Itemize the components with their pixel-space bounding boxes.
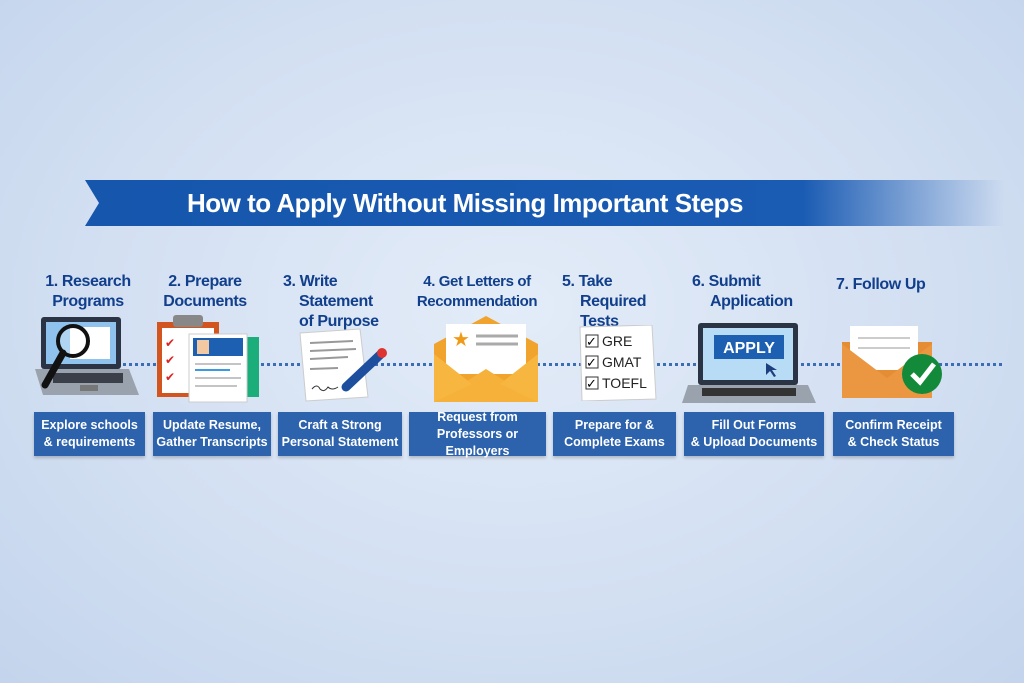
svg-text:✔: ✔ [165, 336, 175, 350]
svg-text:✓: ✓ [586, 334, 597, 349]
test-toefl: TOEFL [602, 375, 647, 391]
document-pen-icon [299, 328, 387, 402]
step-6-description: Fill Out Forms& Upload Documents [684, 412, 824, 456]
clipboard-resume-icon: ✔ ✔ ✔ [157, 315, 259, 403]
page-title: How to Apply Without Missing Important S… [187, 188, 744, 218]
checklist-icon: ✓ GRE ✓ GMAT ✓ TOEFL [579, 325, 657, 401]
envelope-letter-icon: ★ [434, 316, 538, 402]
envelope-check-icon [842, 326, 942, 398]
step-2-description: Update Resume,Gather Transcripts [153, 412, 271, 456]
svg-text:✓: ✓ [586, 376, 597, 391]
svg-text:✔: ✔ [165, 370, 175, 384]
svg-text:✔: ✔ [165, 353, 175, 367]
svg-text:★: ★ [452, 329, 470, 351]
title-banner: How to Apply Without Missing Important S… [85, 180, 1005, 226]
test-gre: GRE [602, 333, 632, 349]
svg-text:✓: ✓ [586, 355, 597, 370]
step-1-description: Explore schools& requirements [34, 412, 145, 456]
apply-label: APPLY [723, 340, 775, 357]
laptop-magnifier-icon [35, 317, 139, 395]
step-7-description: Confirm Receipt& Check Status [833, 412, 954, 456]
laptop-apply-icon: APPLY [682, 323, 816, 403]
step-7-title: 7. Follow Up [836, 276, 926, 293]
step-5-description: Prepare for &Complete Exams [553, 412, 676, 456]
test-gmat: GMAT [602, 354, 642, 370]
timeline-dotted-line [118, 363, 1002, 366]
